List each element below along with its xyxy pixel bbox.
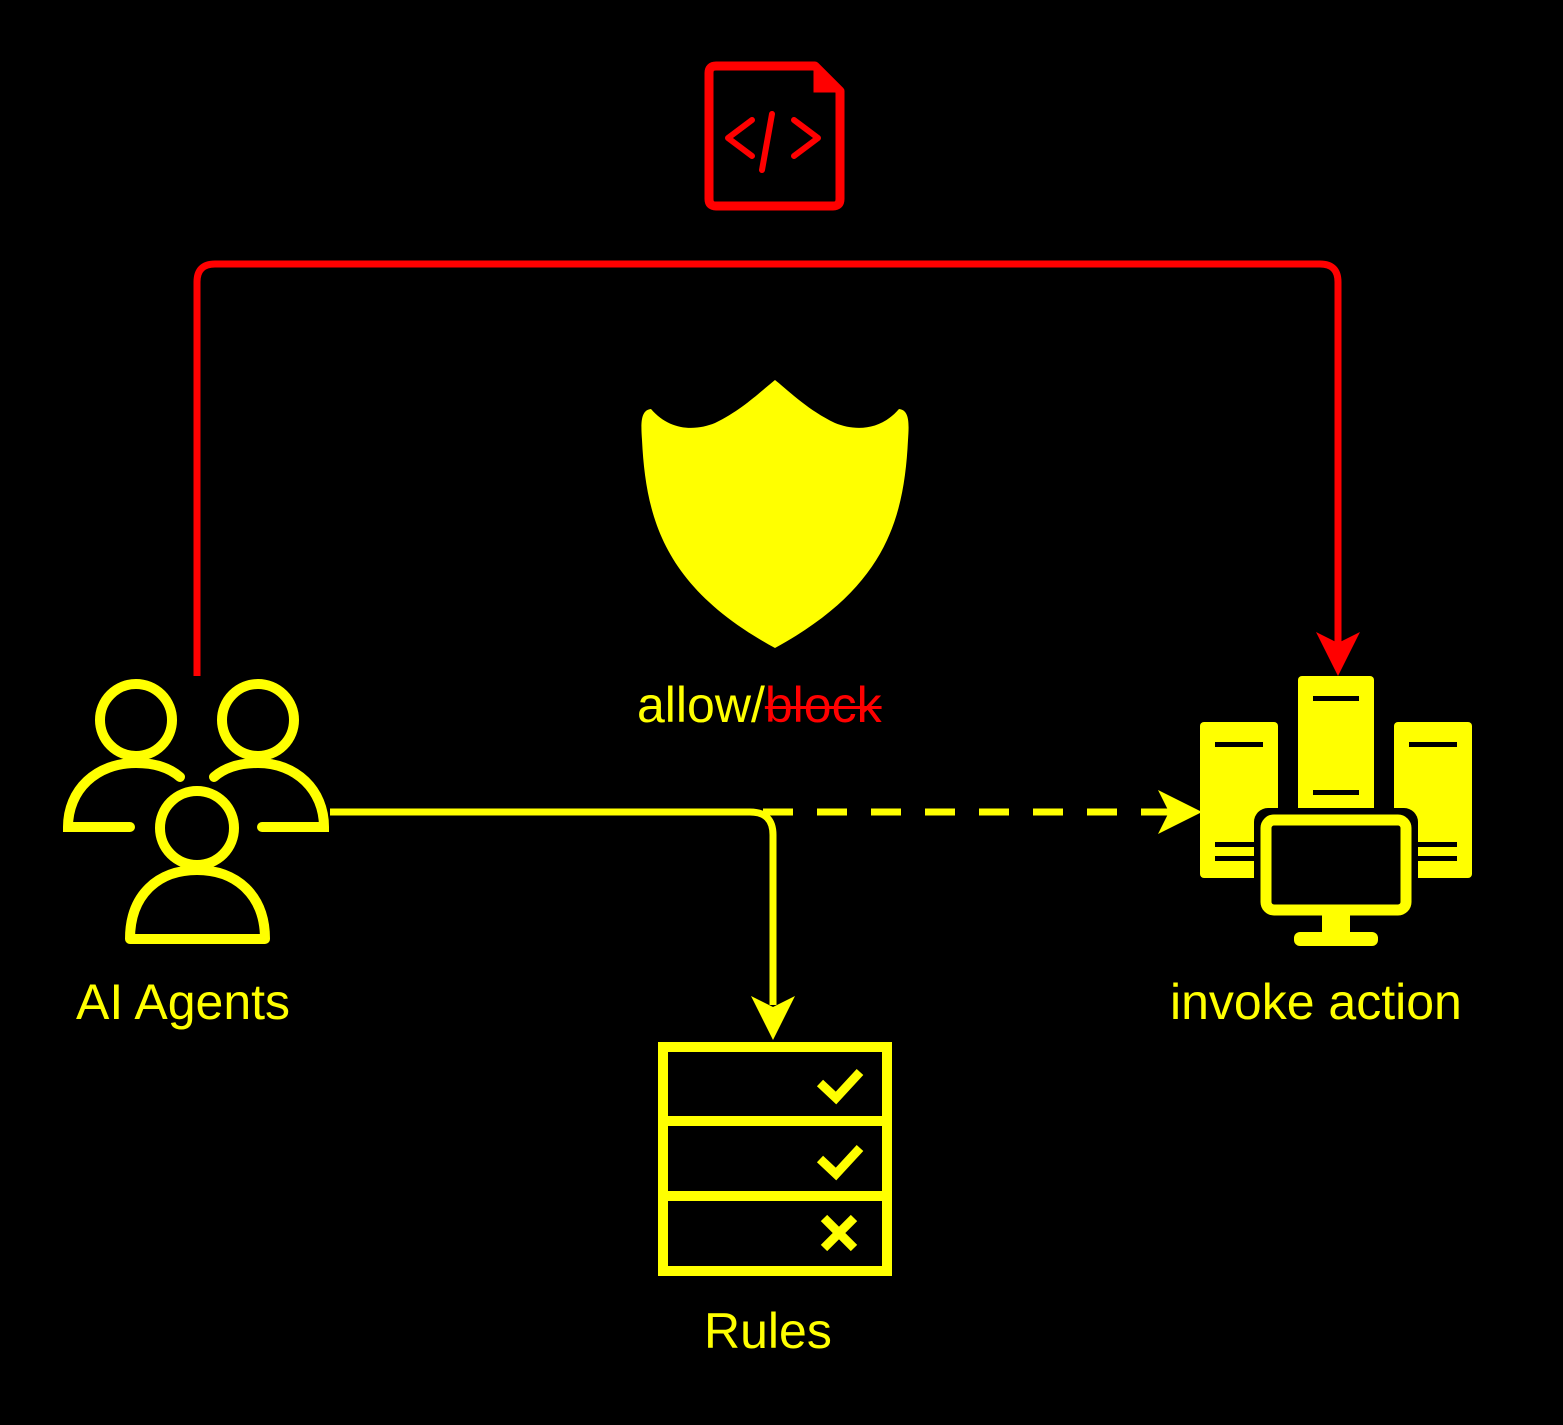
arrowhead-yellow-dashed <box>1158 790 1202 834</box>
server-cluster-icon <box>1200 676 1472 946</box>
block-text: block <box>764 677 882 733</box>
checklist-icon <box>658 1042 892 1276</box>
agents-label: AI Agents <box>76 974 291 1030</box>
code-file-icon <box>704 61 845 211</box>
edge-agents-to-rules <box>330 808 795 1040</box>
shield-icon <box>641 380 909 648</box>
arrowhead-red <box>1316 632 1360 676</box>
edge-rules-to-servers-dashed <box>763 790 1202 834</box>
edge-agents-to-servers-code <box>193 260 1360 676</box>
invoke-action-label: invoke action <box>1170 974 1462 1030</box>
decision-label: allow/block <box>637 680 882 730</box>
arrowhead-yellow <box>751 996 795 1040</box>
users-group-icon <box>62 679 330 944</box>
rules-label: Rules <box>704 1303 832 1359</box>
check-icon <box>816 1144 864 1181</box>
check-icon <box>816 1068 864 1105</box>
cross-icon <box>820 1214 858 1252</box>
allow-text: allow/ <box>637 677 765 733</box>
